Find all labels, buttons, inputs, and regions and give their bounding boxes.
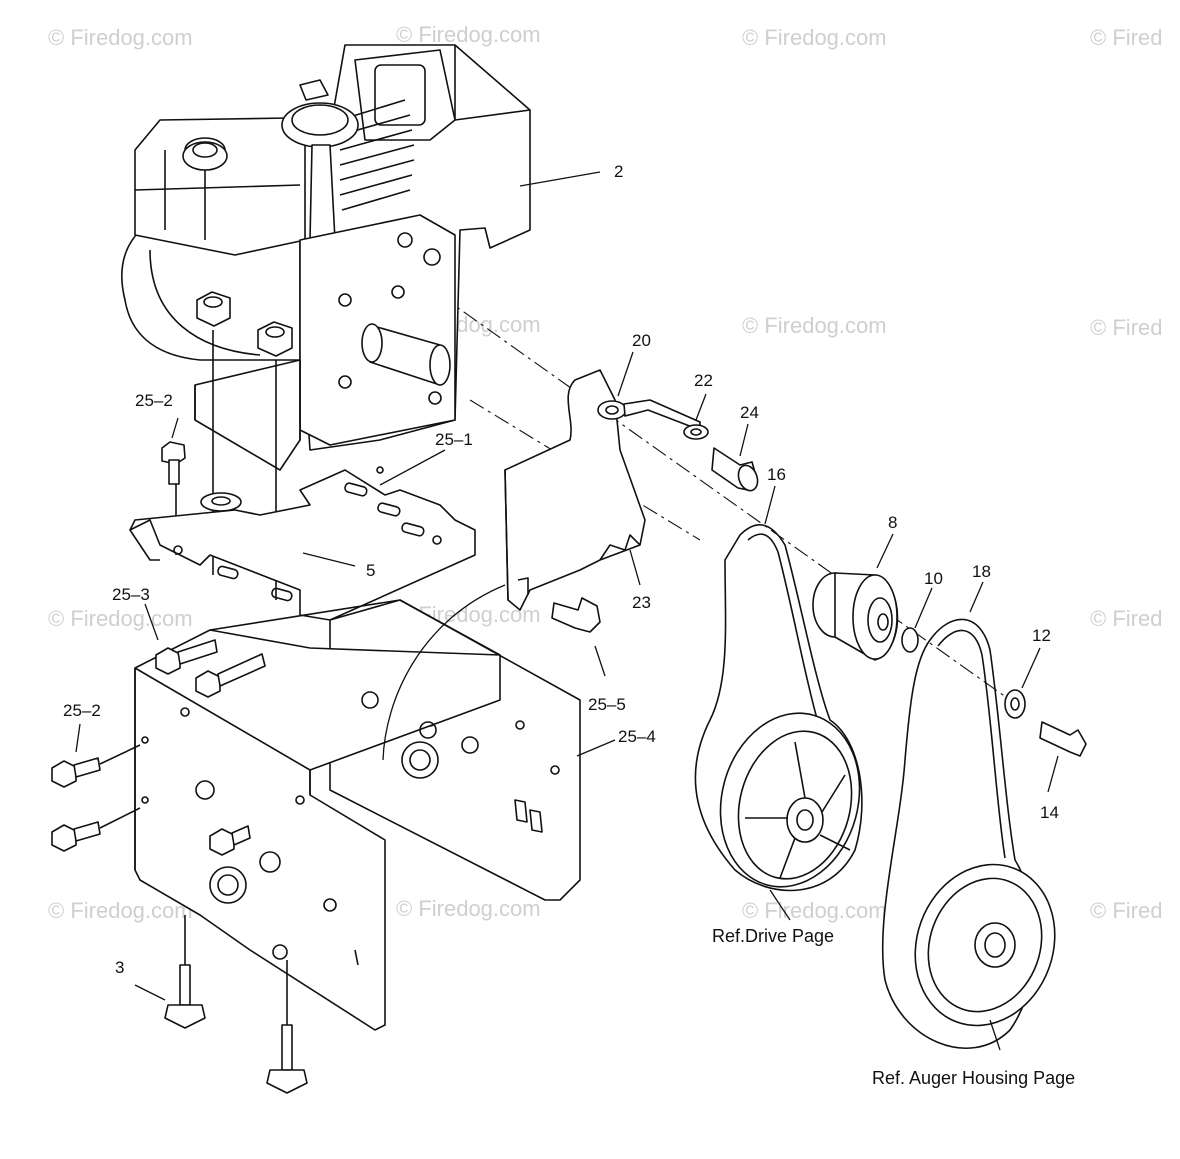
hex-bolt-25-3 bbox=[195, 653, 266, 698]
part-number-8: 8 bbox=[888, 513, 897, 532]
idler-arm-20 bbox=[597, 399, 701, 431]
cylinder-fins bbox=[339, 99, 415, 211]
part-number-25-2: 25–2 bbox=[135, 391, 173, 410]
hex-bolt-25-2 bbox=[161, 441, 186, 485]
drive-pulley bbox=[719, 712, 861, 888]
engine-assembly bbox=[121, 44, 531, 471]
part-number-18: 18 bbox=[972, 562, 991, 581]
part-number-25-4: 25–4 bbox=[618, 727, 656, 746]
engine-base-nut bbox=[257, 321, 293, 357]
part-number-16: 16 bbox=[767, 465, 786, 484]
engine-mounting-plate-25-1 bbox=[129, 466, 476, 621]
part-number-5: 5 bbox=[366, 561, 375, 580]
part-number-25-1: 25–1 bbox=[435, 430, 473, 449]
auger-pulley bbox=[914, 863, 1056, 1027]
part-number-20: 20 bbox=[632, 331, 651, 350]
part-number-14: 14 bbox=[1040, 803, 1059, 822]
hex-bolt bbox=[209, 825, 251, 856]
watermark: © Firedog.com bbox=[48, 898, 193, 923]
hex-bolt-25-3 bbox=[155, 639, 218, 675]
part-number-2: 2 bbox=[614, 162, 623, 181]
part-labels: 2 25–2 25–1 5 25–3 25–2 3 20 22 24 16 23… bbox=[63, 162, 1059, 977]
watermark: © Firedog.com bbox=[396, 22, 541, 47]
ref-drive-page-label: Ref.Drive Page bbox=[712, 926, 834, 946]
watermark: © Firedog.com bbox=[396, 896, 541, 921]
watermark: © Firedog.com bbox=[742, 898, 887, 923]
watermark: © Firedog.com bbox=[48, 606, 193, 631]
reference-labels: Ref.Drive Page Ref. Auger Housing Page bbox=[712, 926, 1075, 1088]
part-number-25-5: 25–5 bbox=[588, 695, 626, 714]
hex-bolt-25-2 bbox=[51, 821, 101, 852]
watermark: © Firedog.com bbox=[742, 25, 887, 50]
ref-auger-housing-page-label: Ref. Auger Housing Page bbox=[872, 1068, 1075, 1088]
carriage-bolt-3 bbox=[164, 915, 206, 1029]
part-number-25-2: 25–2 bbox=[63, 701, 101, 720]
hex-bolt-14 bbox=[1039, 721, 1087, 757]
hex-bolt-25-2 bbox=[51, 757, 101, 788]
watermark: © Firedog.com bbox=[742, 313, 887, 338]
washer-22 bbox=[683, 424, 709, 440]
watermark: © Firedog.com bbox=[48, 25, 193, 50]
part-number-12: 12 bbox=[1032, 626, 1051, 645]
part-number-25-3: 25–3 bbox=[112, 585, 150, 604]
watermark: © Fired bbox=[1090, 898, 1162, 923]
watermark: © Fired bbox=[1090, 25, 1162, 50]
part-number-23: 23 bbox=[632, 593, 651, 612]
watermark: © Fired bbox=[1090, 315, 1162, 340]
lock-washer-5 bbox=[200, 492, 242, 512]
spacer-10 bbox=[901, 627, 919, 653]
carriage-bolt-3 bbox=[266, 960, 308, 1094]
leader-lines bbox=[75, 171, 1059, 1051]
washer-12 bbox=[1004, 689, 1026, 719]
part-number-3: 3 bbox=[115, 958, 124, 977]
auger-belt-18 bbox=[881, 618, 1036, 1049]
belt-guide-bracket-23 bbox=[504, 369, 646, 611]
engine-pulley-8 bbox=[812, 572, 899, 661]
part-number-22: 22 bbox=[694, 371, 713, 390]
frame-front-plate bbox=[134, 599, 501, 1031]
shoulder-bolt-24 bbox=[711, 447, 759, 492]
part-number-24: 24 bbox=[740, 403, 759, 422]
drive-belt-16 bbox=[694, 523, 863, 892]
hex-bolt-25-5 bbox=[551, 597, 601, 633]
part-number-10: 10 bbox=[924, 569, 943, 588]
engine-base-nut bbox=[196, 291, 231, 327]
watermark: © Fired bbox=[1090, 606, 1162, 631]
crankshaft bbox=[361, 323, 451, 386]
